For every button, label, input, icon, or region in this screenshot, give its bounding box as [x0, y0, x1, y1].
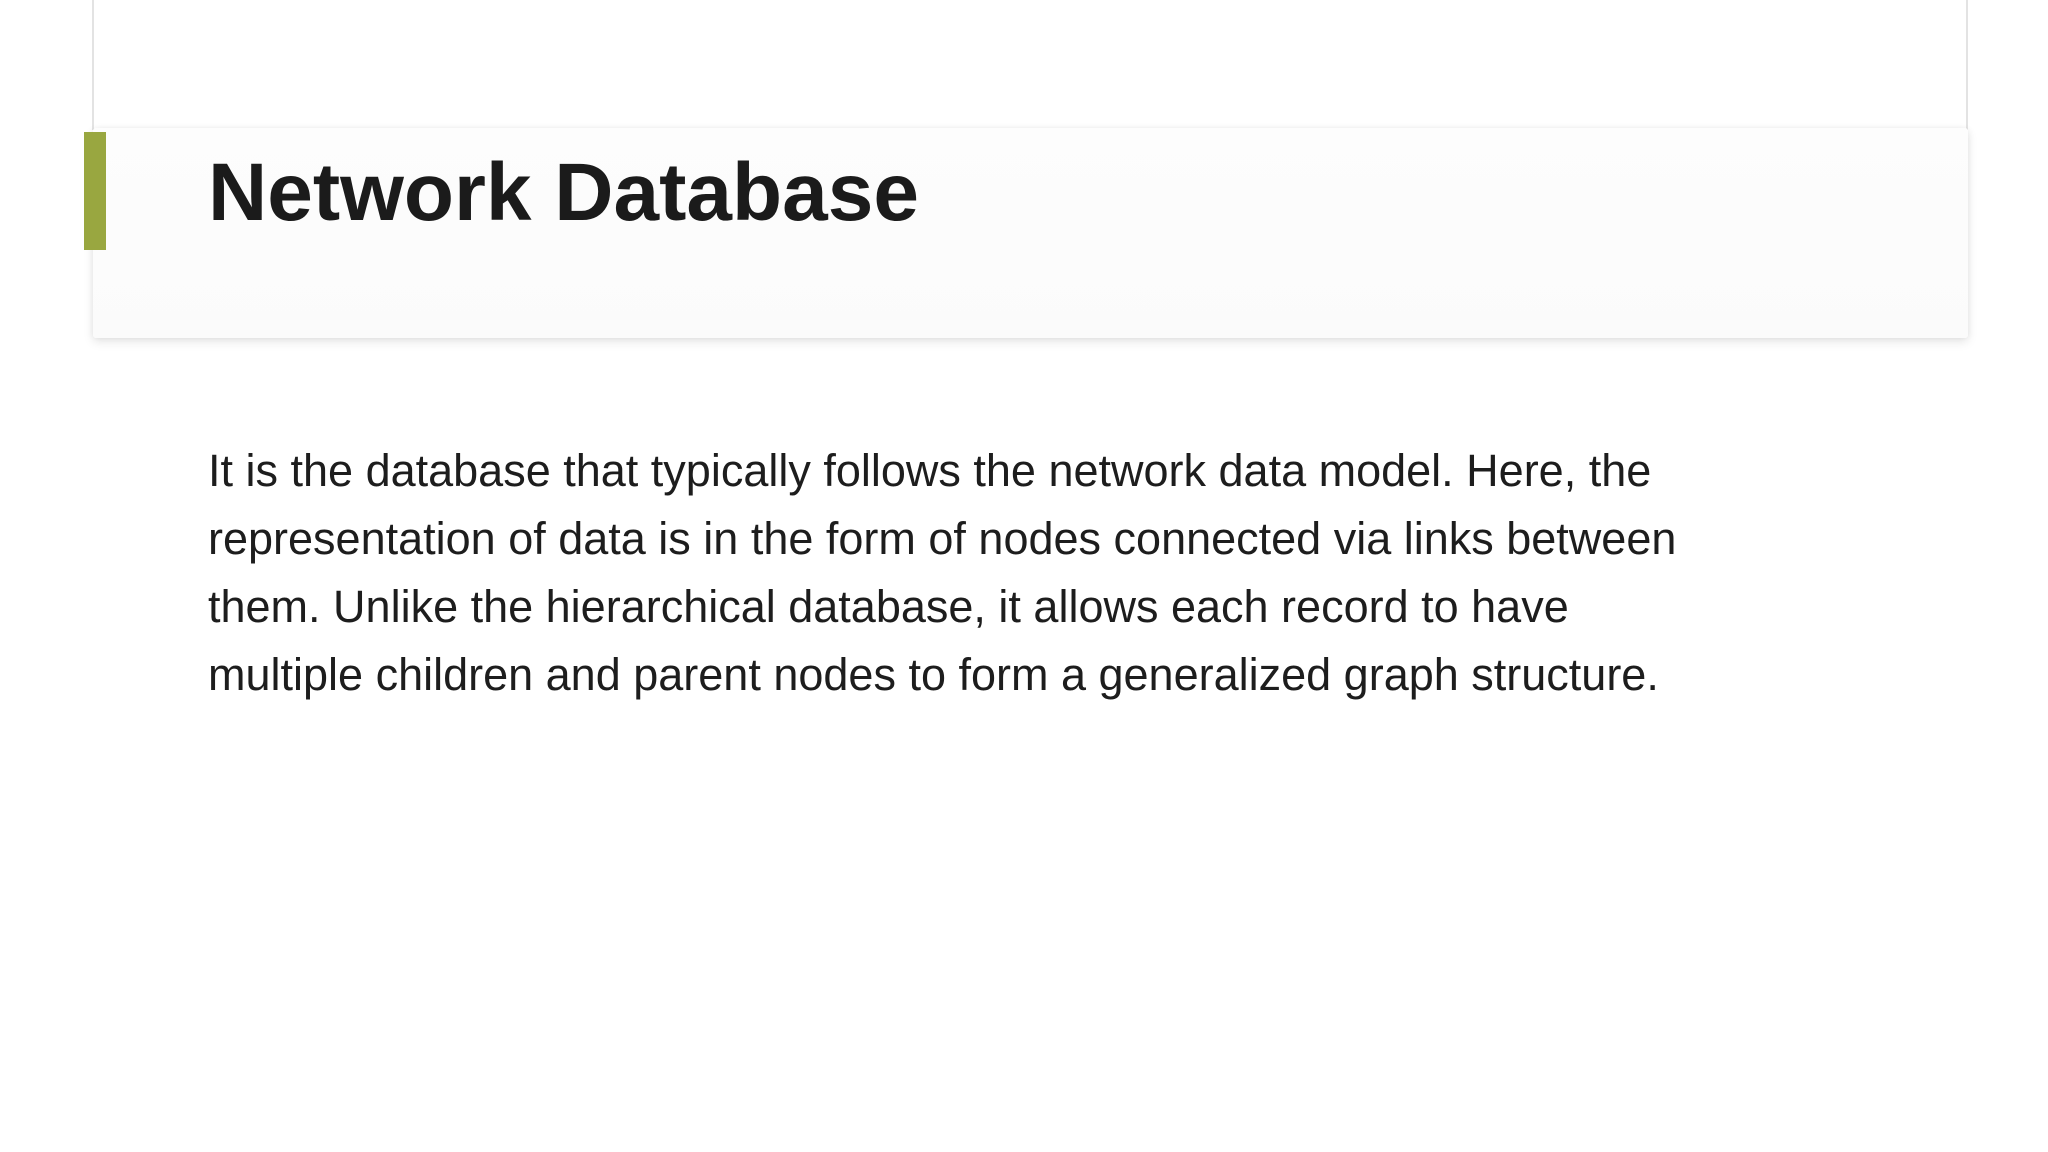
paragraph-line-3: them. Unlike the hierarchical database, …: [208, 581, 1569, 632]
paragraph-line-2: representation of data is in the form of…: [208, 513, 1677, 564]
paragraph-line-4: multiple children and parent nodes to fo…: [208, 649, 1659, 700]
body-paragraph: It is the database that typically follow…: [208, 437, 1676, 709]
page-right-edge: [1966, 0, 1968, 130]
title-banner: Network Database: [84, 128, 1968, 338]
slide-title: Network Database: [208, 147, 919, 238]
accent-bar: [84, 132, 106, 250]
page-left-edge: [92, 0, 94, 130]
paragraph-line-1: It is the database that typically follow…: [208, 445, 1652, 496]
